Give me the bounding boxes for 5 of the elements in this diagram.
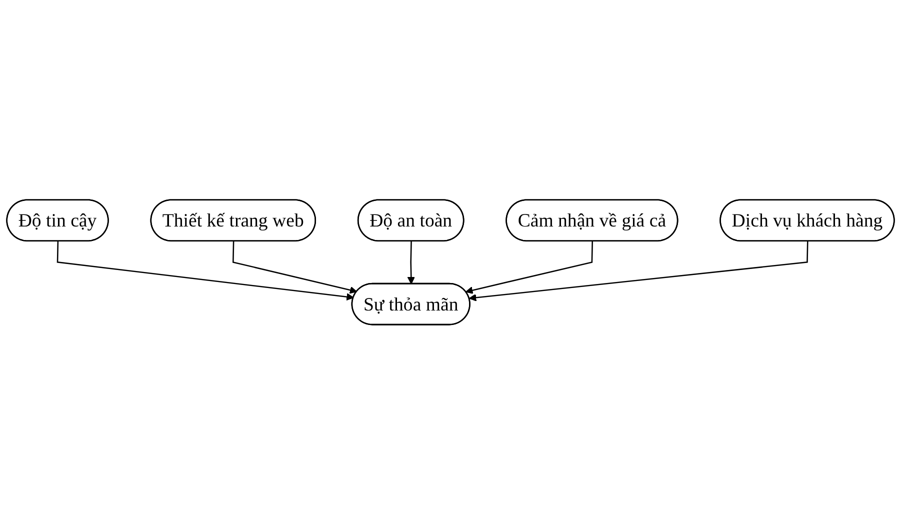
arrow bbox=[232, 242, 358, 294]
arrow bbox=[466, 242, 593, 294]
arrow bbox=[56, 242, 354, 301]
arrow bbox=[468, 242, 808, 302]
arrow bbox=[407, 242, 415, 285]
